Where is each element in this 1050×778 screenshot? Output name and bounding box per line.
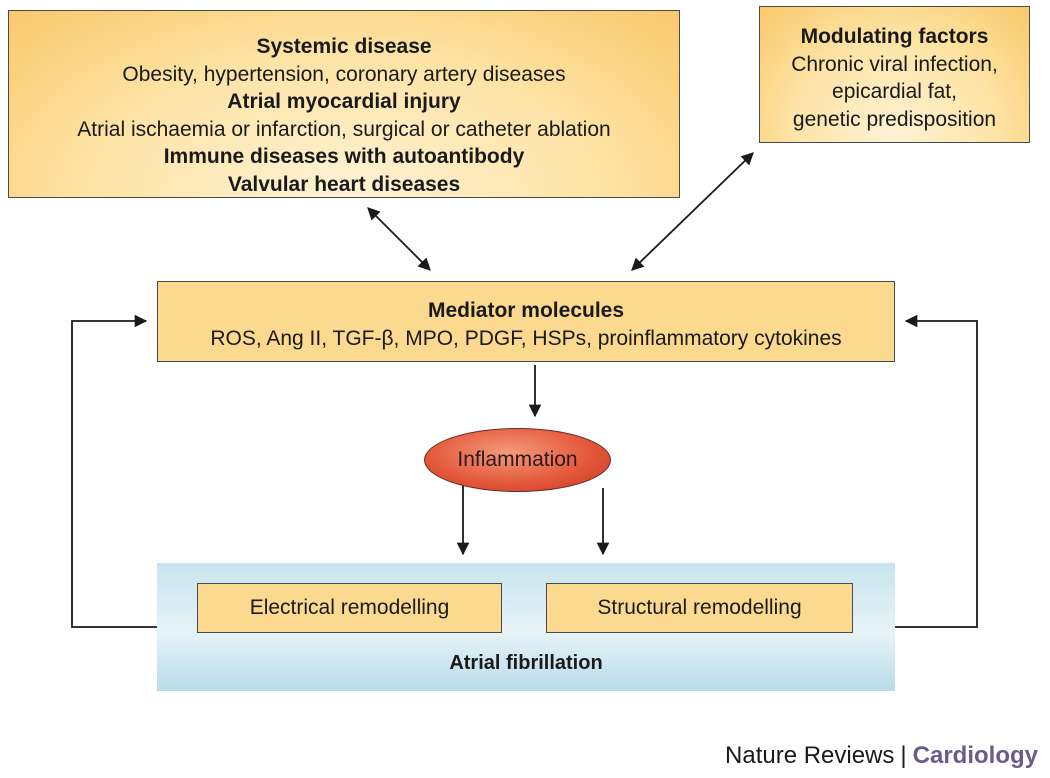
modulating-factor-line-2: epicardial fat, <box>832 80 957 103</box>
structural-remodelling-box: Structural remodelling <box>546 583 853 633</box>
publisher-name: Nature Reviews <box>725 742 895 769</box>
electrical-remodelling-label: Electrical remodelling <box>249 596 450 619</box>
systemic-disease-examples: Obesity, hypertension, coronary artery d… <box>122 62 566 86</box>
journal-credit: Nature Reviews|Cardiology <box>725 742 1038 770</box>
atrial-fibrillation-label: Atrial fibrillation <box>449 652 603 674</box>
atrial-fibrillation-panel: Electrical remodelling Structural remode… <box>157 563 895 691</box>
mediator-molecules-box: Mediator molecules ROS, Ang II, TGF-β, M… <box>157 281 895 362</box>
structural-remodelling-label: Structural remodelling <box>597 596 802 619</box>
modulating-factor-line-1: Chronic viral infection, <box>791 52 998 76</box>
modulating-factors-title: Modulating factors <box>800 25 989 48</box>
systemic-disease-box: Systemic disease Obesity, hypertension, … <box>8 10 680 198</box>
immune-diseases-title: Immune diseases with autoantibody <box>163 145 525 168</box>
electrical-remodelling-box: Electrical remodelling <box>197 583 502 633</box>
right-feedback-arrow <box>895 314 978 628</box>
inflammation-node: Inflammation <box>424 428 611 492</box>
modulating-factors-box: Modulating factors Chronic viral infecti… <box>759 6 1030 143</box>
systemic-mediator-arrow <box>367 207 431 271</box>
left-feedback-arrow <box>71 314 157 628</box>
mediator-molecules-title: Mediator molecules <box>427 299 625 322</box>
modulating-factor-line-3: genetic predisposition <box>792 107 997 131</box>
systemic-disease-title: Systemic disease <box>256 35 432 58</box>
credit-separator: | <box>900 742 907 769</box>
mediator-molecules-list: ROS, Ang II, TGF-β, MPO, PDGF, HSPs, pro… <box>210 327 842 350</box>
atrial-injury-examples: Atrial ischaemia or infarction, surgical… <box>77 117 611 141</box>
journal-name: Cardiology <box>912 742 1038 769</box>
inflammation-label: Inflammation <box>457 448 578 471</box>
modulating-mediator-arrow <box>631 152 754 271</box>
valvular-diseases-title: Valvular heart diseases <box>227 172 461 196</box>
atrial-injury-title: Atrial myocardial injury <box>227 90 461 113</box>
